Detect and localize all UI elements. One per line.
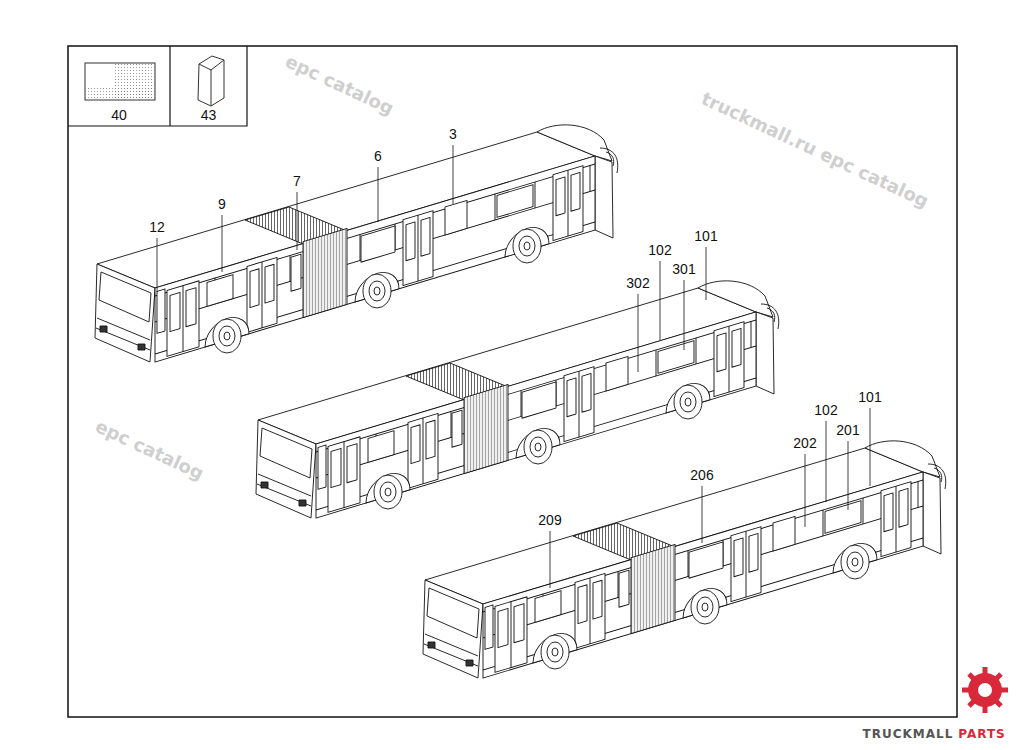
callout-number: 209 (538, 513, 561, 528)
callout-number: 6 (374, 149, 382, 164)
logo-text: PARTS (958, 728, 1006, 741)
callout-number: 202 (793, 436, 816, 451)
callout-number: 102 (814, 403, 837, 418)
part-number: 40 (111, 108, 127, 123)
watermark-text: epc catalog (283, 51, 397, 118)
callout-number: 102 (648, 243, 671, 258)
callout-number: 101 (858, 390, 881, 405)
callout-number: 302 (626, 276, 649, 291)
callout-number: 301 (672, 262, 695, 277)
callout-number: 9 (218, 197, 226, 212)
callout-number: 101 (694, 229, 717, 244)
legend-cell: 40 (68, 46, 170, 126)
part-number: 43 (201, 108, 217, 123)
callout-number: 206 (690, 468, 713, 483)
logo-text: TRUCKMALL (863, 728, 954, 741)
legend-cell: 43 (170, 46, 247, 126)
callout-number: 7 (293, 174, 301, 189)
callout-number: 201 (836, 423, 859, 438)
watermark-text: epc catalog (93, 416, 207, 483)
callout-number: 3 (449, 127, 457, 142)
callout-number: 12 (149, 220, 165, 235)
watermark-text: truckmall.ru epc catalog (698, 89, 931, 212)
